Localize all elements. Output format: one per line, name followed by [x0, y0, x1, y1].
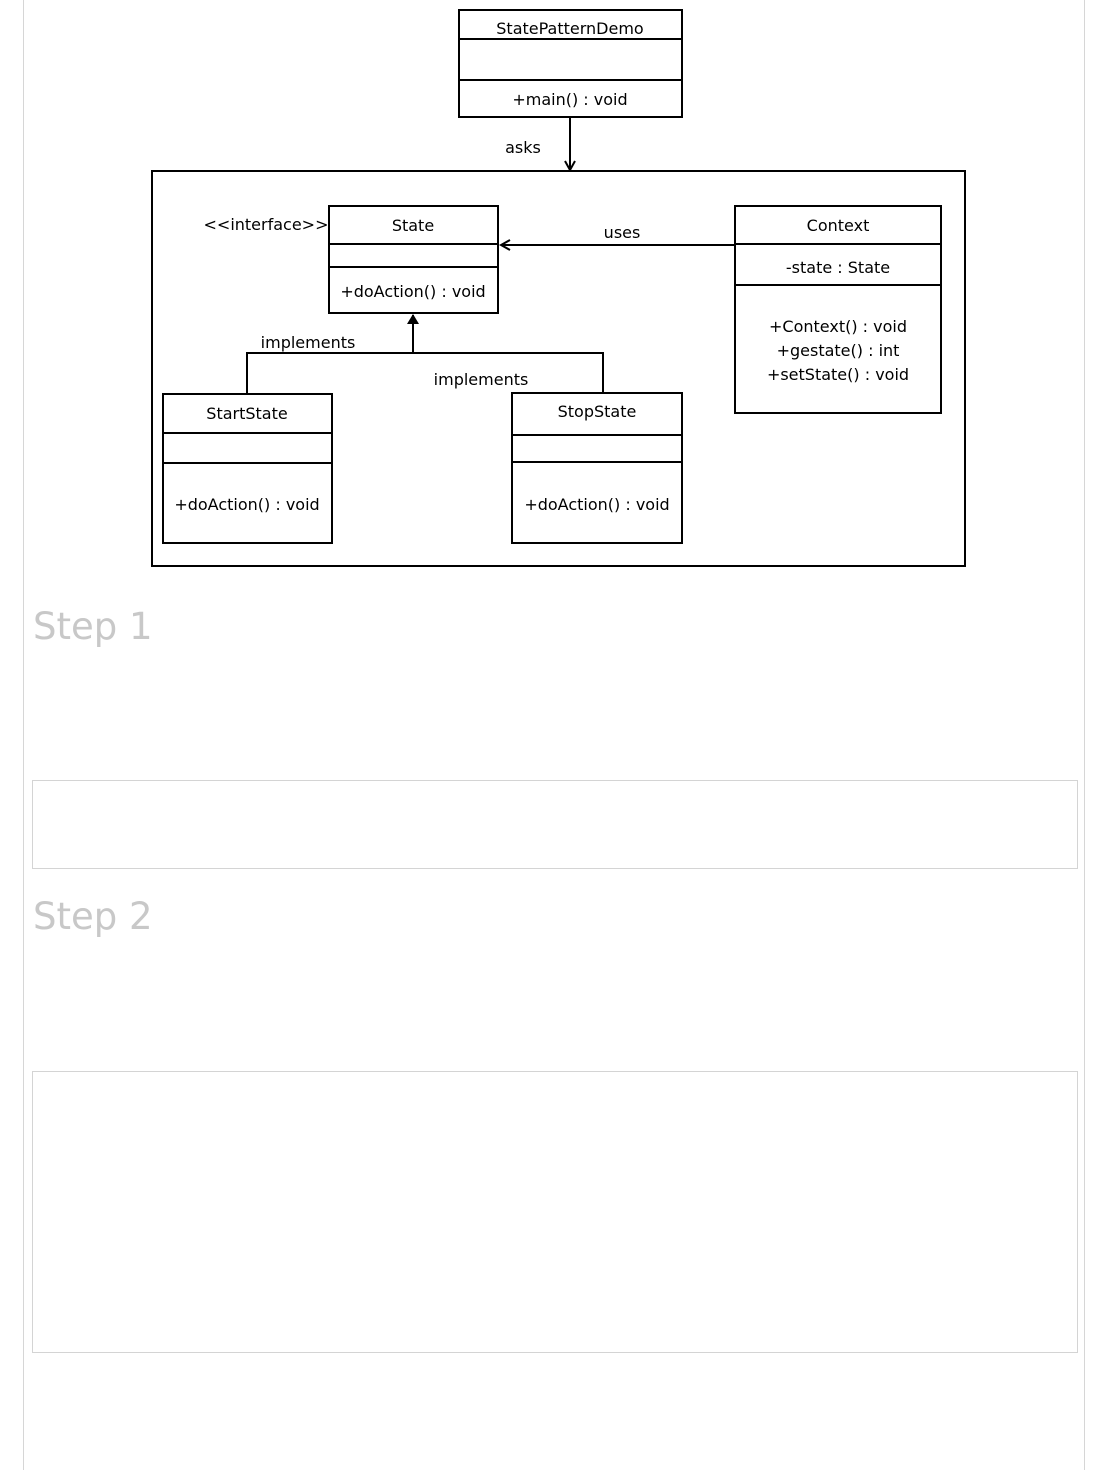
class-method: +main() : void — [512, 90, 627, 109]
class-context: Context -state : State +Context() : void… — [734, 205, 942, 414]
class-name: StatePatternDemo — [496, 19, 643, 38]
class-method: +setState() : void — [767, 365, 909, 384]
class-box — [734, 205, 942, 414]
class-method: +doAction() : void — [174, 495, 319, 514]
class-name: Context — [807, 216, 870, 235]
class-attribute: -state : State — [786, 258, 890, 277]
class-name: State — [392, 216, 434, 235]
class-method: +gestate() : int — [777, 341, 900, 360]
class-method: +doAction() : void — [524, 495, 669, 514]
step-1-heading: Step 1 — [33, 605, 153, 648]
implements-right-label: implements — [434, 370, 529, 389]
implements-connector — [246, 352, 604, 393]
class-box — [162, 393, 333, 544]
implements-left-label: implements — [261, 333, 356, 352]
uses-label: uses — [604, 223, 641, 242]
content-column — [23, 0, 1085, 1470]
class-box — [328, 205, 499, 314]
interface-stereotype: <<interface>> — [204, 215, 329, 234]
class-name: StopState — [558, 402, 637, 421]
step-2-heading: Step 2 — [33, 895, 153, 938]
class-box — [458, 9, 683, 118]
interface-state: State +doAction() : void — [328, 205, 499, 314]
step-1-code-block[interactable] — [32, 780, 1078, 869]
class-name: StartState — [206, 404, 287, 423]
class-box — [511, 392, 683, 544]
step-2-code-block[interactable] — [32, 1071, 1078, 1353]
class-method: +Context() : void — [769, 317, 907, 336]
class-method: +doAction() : void — [340, 282, 485, 301]
class-state-pattern-demo: StatePatternDemo +main() : void — [458, 9, 683, 118]
uml-class-diagram: StatePatternDemo +main() : void asks <<i… — [151, 9, 966, 567]
class-start-state: StartState +doAction() : void — [162, 393, 333, 544]
asks-label: asks — [505, 138, 541, 157]
class-stop-state: StopState +doAction() : void — [511, 392, 683, 544]
